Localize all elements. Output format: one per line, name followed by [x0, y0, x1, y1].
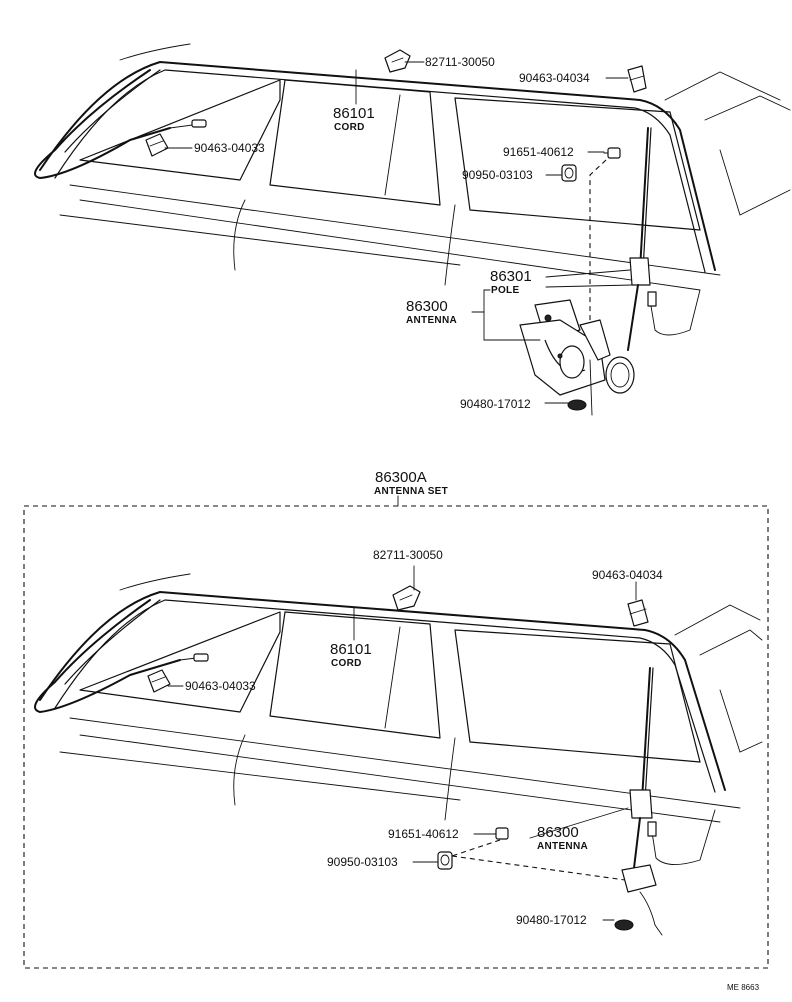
- clip-90463-04034-bottom: [627, 599, 649, 627]
- label-set: ANTENNA SET: [374, 486, 448, 497]
- label-pole-number-top: 86301: [490, 268, 532, 285]
- clip-82711-top: [384, 49, 411, 73]
- label-clip-82711-top: 82711-30050: [425, 55, 495, 69]
- label-clip-90463-04034-top: 90463-04034: [519, 71, 590, 85]
- assembly-dashed-line-bottom-a: [451, 839, 501, 857]
- clip-90463-04034-top: [627, 65, 647, 93]
- label-nut-top: 91651-40612: [503, 145, 574, 159]
- top-vehicle-body: [34, 43, 791, 291]
- bushing-90950-top: [561, 164, 577, 182]
- antenna-pole-bottom: [621, 667, 716, 936]
- reference-code: ME 8663: [727, 983, 760, 992]
- label-antenna-bottom: ANTENNA: [537, 841, 588, 852]
- clip-90463-04033-top: [145, 133, 169, 157]
- label-nut-bottom: 91651-40612: [388, 827, 459, 841]
- label-set-number: 86300A: [375, 469, 427, 486]
- labels-bottom: 82711-30050 90463-04034 90463-04033 8610…: [185, 548, 663, 927]
- label-cord-top: CORD: [334, 122, 365, 133]
- antenna-set-border: [23, 505, 769, 969]
- label-cord-number-top: 86101: [333, 105, 375, 122]
- leader-lines-top: [164, 61, 633, 404]
- label-bushing-bottom: 90950-03103: [327, 855, 398, 869]
- grommet-90480-bottom: [614, 919, 634, 931]
- label-clip-90463-04034-bottom: 90463-04034: [592, 568, 663, 582]
- label-bushing-top: 90950-03103: [462, 168, 533, 182]
- bottom-vehicle-body: [34, 573, 763, 823]
- antenna-motor-top: [519, 299, 635, 416]
- label-cord-bottom: CORD: [331, 658, 362, 669]
- label-grommet-bottom: 90480-17012: [516, 913, 587, 927]
- label-antenna-top: ANTENNA: [406, 315, 457, 326]
- antenna-pole-top: [627, 127, 701, 351]
- nut-91651-bottom: [495, 827, 509, 840]
- label-clip-90463-04033-top: 90463-04033: [194, 141, 265, 155]
- label-clip-82711-bottom: 82711-30050: [373, 548, 443, 562]
- antenna-set-header: 86300A ANTENNA SET: [374, 469, 448, 507]
- label-grommet-top: 90480-17012: [460, 397, 531, 411]
- assembly-dashed-line-top: [589, 159, 607, 330]
- label-antenna-number-bottom: 86300: [537, 824, 579, 841]
- label-antenna-number-top: 86300: [406, 298, 448, 315]
- bushing-90950-bottom: [437, 851, 453, 870]
- clip-82711-bottom: [392, 585, 421, 611]
- grommet-90480-top: [567, 399, 587, 411]
- leader-lines-bottom: [167, 565, 637, 921]
- assembly-dashed-line-bottom-b: [451, 855, 626, 881]
- labels-top: 82711-30050 90463-04034 90463-04033 8610…: [194, 55, 590, 411]
- label-clip-90463-04033-bottom: 90463-04033: [185, 679, 256, 693]
- clip-90463-04033-bottom: [147, 669, 171, 693]
- label-pole-top: POLE: [491, 285, 519, 296]
- label-cord-number-bottom: 86101: [330, 641, 372, 658]
- nut-91651-top: [603, 147, 621, 159]
